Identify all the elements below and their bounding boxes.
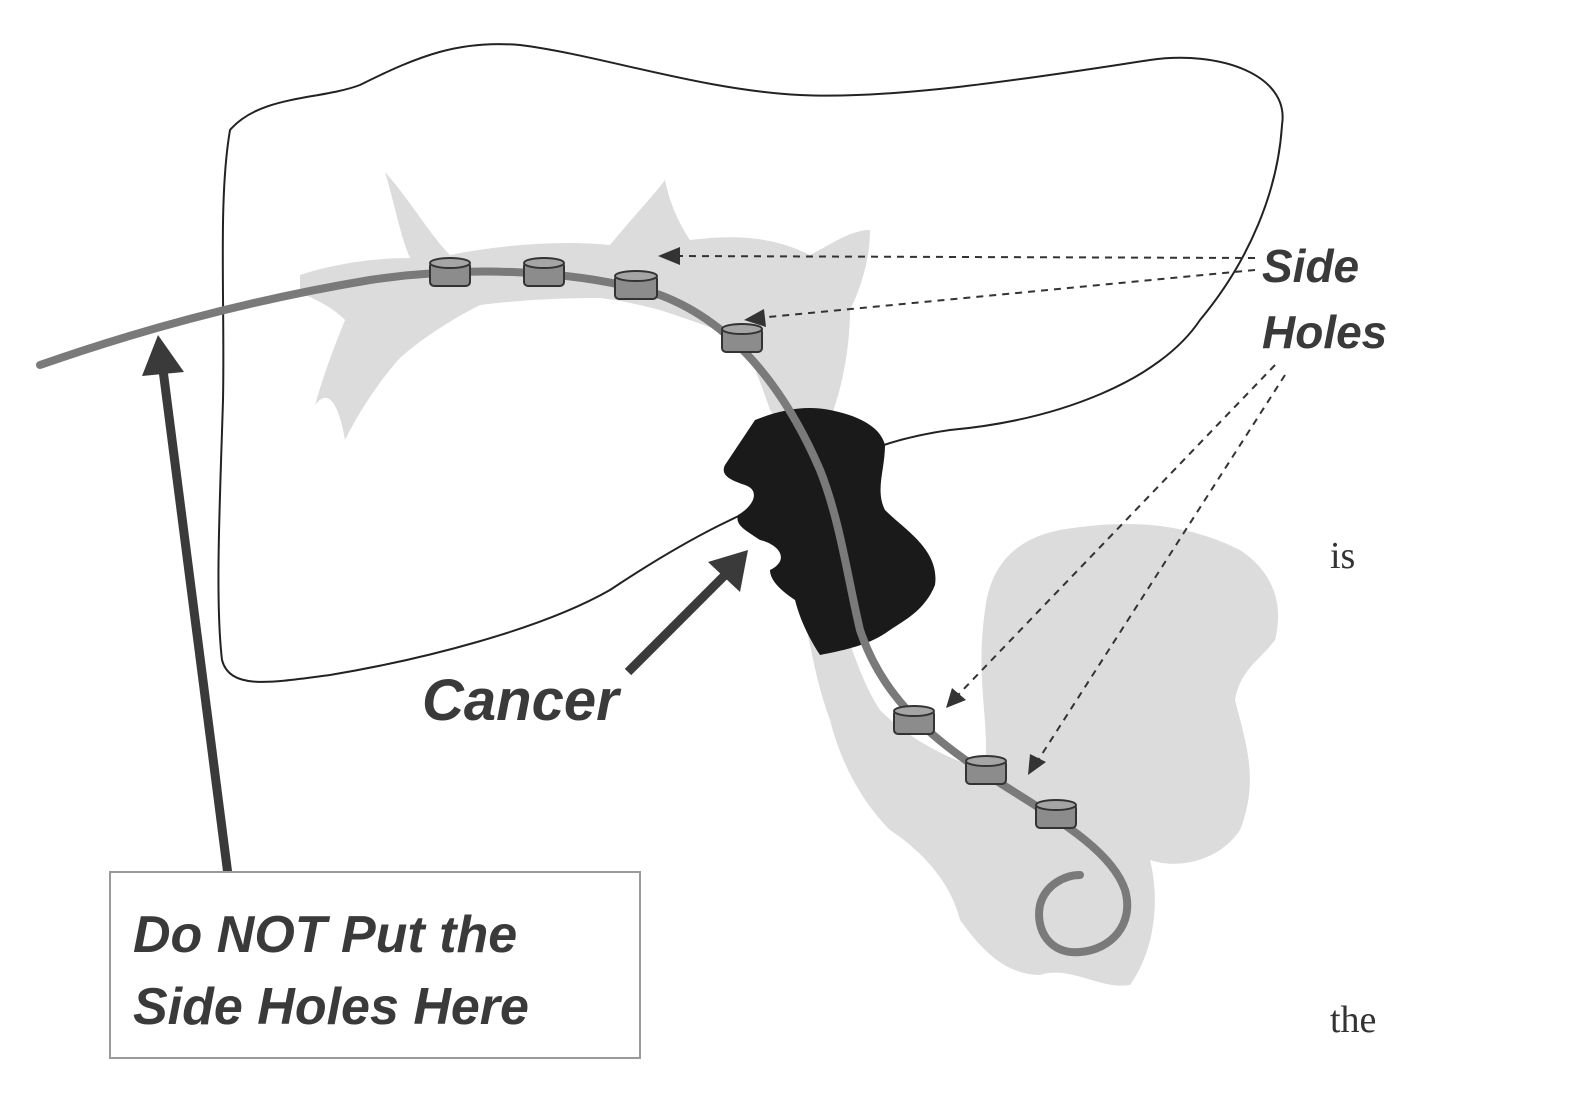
side-hole-upper-2 [523,257,565,287]
side-hole-lower-1 [893,705,935,735]
side-hole-upper-1 [429,257,471,287]
catheter [36,267,1132,957]
side-hole-lower-3 [1035,799,1077,829]
side-hole-lower-2 [965,755,1007,785]
upper-bile-duct-branches [300,172,870,440]
side-holes-pointer-arrows [671,255,1286,766]
side-hole-upper-4 [721,323,763,353]
cancer-pointer-arrowhead [708,550,748,592]
warning-label-line1: Do NOT Put the [133,906,517,964]
warning-pointer-arrow [157,361,233,876]
cancer-label: Cancer [422,668,622,733]
warning-box [109,871,641,1059]
side-holes-arrowheads [658,247,1046,775]
cancer-pointer-arrow [624,568,732,676]
cancer-tumor [723,408,936,655]
warning-pointer-arrowhead [142,335,184,376]
warning-label-line2: Side Holes Here [133,978,529,1036]
side-hole-upper-3 [614,270,658,300]
side-holes-label-line1: Side [1262,240,1359,292]
lower-bile-duct [765,410,1279,986]
text-fragment-the: the [1330,999,1376,1041]
text-fragment-is: is [1330,535,1355,577]
liver-outline [217,43,1284,683]
side-holes-label-line2: Holes [1262,306,1387,358]
